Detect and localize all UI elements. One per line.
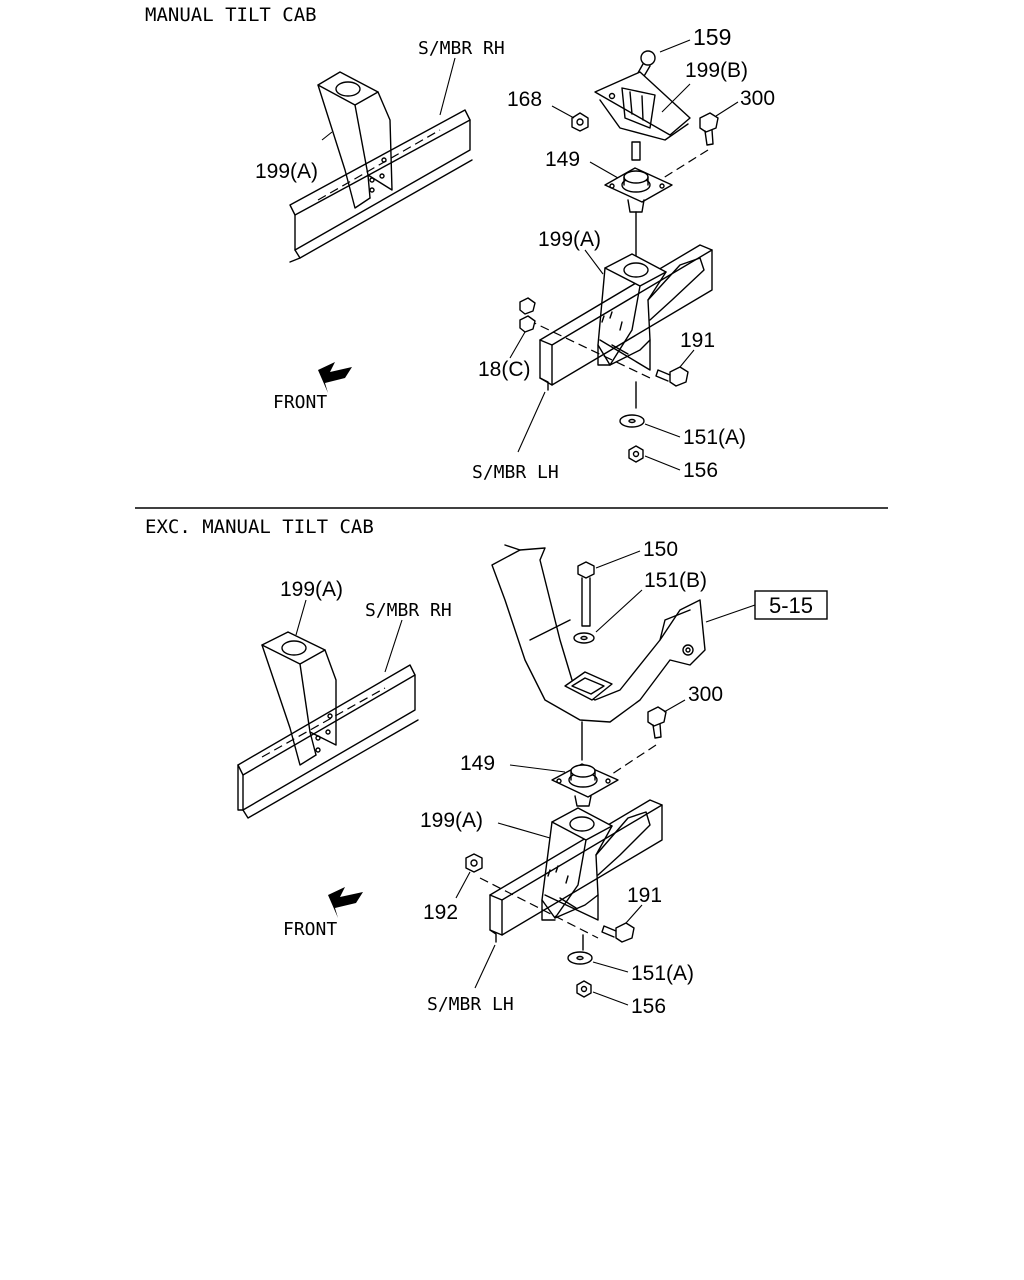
callout-300-bottom: 300: [688, 683, 723, 706]
bracket-199a-top-right: [597, 253, 705, 371]
callout-159: 159: [693, 24, 731, 50]
label-front-bottom: FRONT: [283, 919, 337, 940]
callout-149-top: 149: [545, 148, 580, 171]
label-front-top: FRONT: [273, 392, 327, 413]
section-title-bottom: EXC. MANUAL TILT CAB: [145, 516, 374, 538]
leader-199a-top-left: [321, 131, 333, 141]
label-smbr-lh-bottom: S/MBR LH: [427, 994, 514, 1015]
bolt-191-bottom: [601, 922, 635, 943]
screw-stud-top: [631, 141, 641, 161]
callout-151b: 151(B): [644, 569, 707, 592]
mount-149-bottom: [551, 763, 619, 807]
callout-300-top: 300: [740, 87, 775, 110]
callout-199a-top-right: 199(A): [538, 228, 601, 251]
callout-199a-bottom-right: 199(A): [420, 809, 483, 832]
bracket-199b: [594, 71, 691, 141]
front-arrow-icon-bottom: [328, 887, 363, 918]
callout-156-bottom: 156: [631, 995, 666, 1018]
callout-192: 192: [423, 901, 458, 924]
washer-151b: [573, 632, 595, 644]
callout-151a-top: 151(A): [683, 426, 746, 449]
bolt-300-top: [699, 112, 719, 146]
section-title-top: MANUAL TILT CAB: [145, 4, 317, 26]
mount-149-top: [604, 167, 673, 213]
callout-156-top: 156: [683, 459, 718, 482]
callout-191-top: 191: [680, 329, 715, 352]
callout-191-bottom: 191: [627, 884, 662, 907]
reference-box-label: 5-15: [769, 593, 813, 618]
nut-156-bottom: [576, 980, 592, 998]
bracket-199a-bottom-left: [261, 631, 337, 766]
washer-151a-top: [619, 414, 645, 428]
label-smbr-rh-top: S/MBR RH: [418, 38, 505, 59]
bracket-199a-top-left: [317, 71, 393, 209]
side-member-rh-bottom: [237, 664, 419, 819]
cab-bracket-outline: [491, 544, 706, 723]
callout-199a-bottom-left: 199(A): [280, 578, 343, 601]
side-member-rh-top: [289, 109, 473, 263]
washer-151a-bottom: [567, 951, 593, 965]
callout-18c: 18(C): [478, 358, 531, 381]
label-smbr-rh-bottom: S/MBR RH: [365, 600, 452, 621]
leader-smbr-rh-top: [439, 57, 456, 116]
front-arrow-icon-top: [318, 362, 352, 393]
bracket-199a-bottom-right: [541, 807, 651, 921]
bolt-150: [577, 561, 595, 627]
bolt-191-top: [655, 366, 689, 387]
callout-199a-top-left: 199(A): [255, 160, 318, 183]
callout-149-bottom: 149: [460, 752, 495, 775]
callout-199b: 199(B): [685, 59, 748, 82]
bolt-300-bottom: [647, 706, 667, 739]
nut-192: [465, 853, 483, 873]
callout-168: 168: [507, 88, 542, 111]
callout-150: 150: [643, 538, 678, 561]
bolt-18c: [519, 297, 536, 333]
callout-151a-bottom: 151(A): [631, 962, 694, 985]
nut-168: [571, 112, 589, 132]
label-smbr-lh-top: S/MBR LH: [472, 462, 559, 483]
centerline-top-left: [317, 129, 441, 201]
nut-156-top: [628, 445, 644, 463]
